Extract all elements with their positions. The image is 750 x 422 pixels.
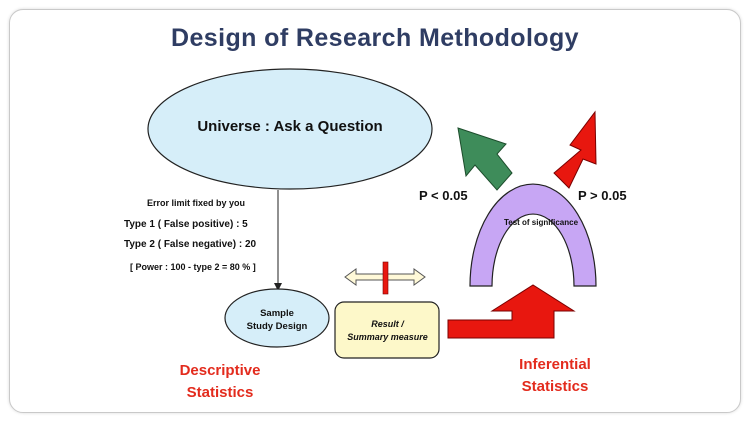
green-arrow — [457, 127, 513, 191]
sample-label: Sample Study Design — [226, 307, 328, 333]
test-arch — [469, 183, 597, 287]
result-box — [334, 301, 440, 359]
type2-error-text: Type 2 ( False negative) : 20 — [124, 239, 257, 250]
result-label: Result / Summary measure — [336, 318, 439, 344]
test-of-significance-label: Test of significance — [503, 218, 579, 227]
red-bent-arrow — [447, 284, 576, 339]
result-line1: Result / — [371, 319, 404, 329]
descriptive-statistics-label: Descriptive Statistics — [155, 360, 285, 404]
inferential-line2: Statistics — [521, 378, 589, 395]
power-text: [ Power : 100 - type 2 = 80 % ] — [130, 262, 256, 272]
double-arrow-bar — [382, 261, 389, 295]
red-arrow — [553, 110, 597, 189]
type1-error-text: Type 1 ( False positive) : 5 — [124, 219, 248, 230]
universe-label: Universe : Ask a Question — [197, 118, 383, 135]
inferential-statistics-label: Inferential Statistics — [490, 354, 620, 398]
error-limit-heading: Error limit fixed by you — [147, 198, 246, 208]
descriptive-line2: Statistics — [186, 384, 254, 401]
sample-ellipse — [224, 288, 330, 348]
sample-line2: Study Design — [246, 321, 308, 332]
inferential-line1: Inferential — [519, 356, 591, 373]
descriptive-line1: Descriptive — [179, 362, 261, 379]
p-high-label: P > 0.05 — [578, 188, 627, 203]
sample-line1: Sample — [260, 308, 294, 319]
universe-ellipse — [147, 68, 433, 190]
result-line2: Summary measure — [347, 332, 428, 342]
page-title: Design of Research Methodology — [171, 24, 579, 52]
p-low-label: P < 0.05 — [419, 188, 468, 203]
